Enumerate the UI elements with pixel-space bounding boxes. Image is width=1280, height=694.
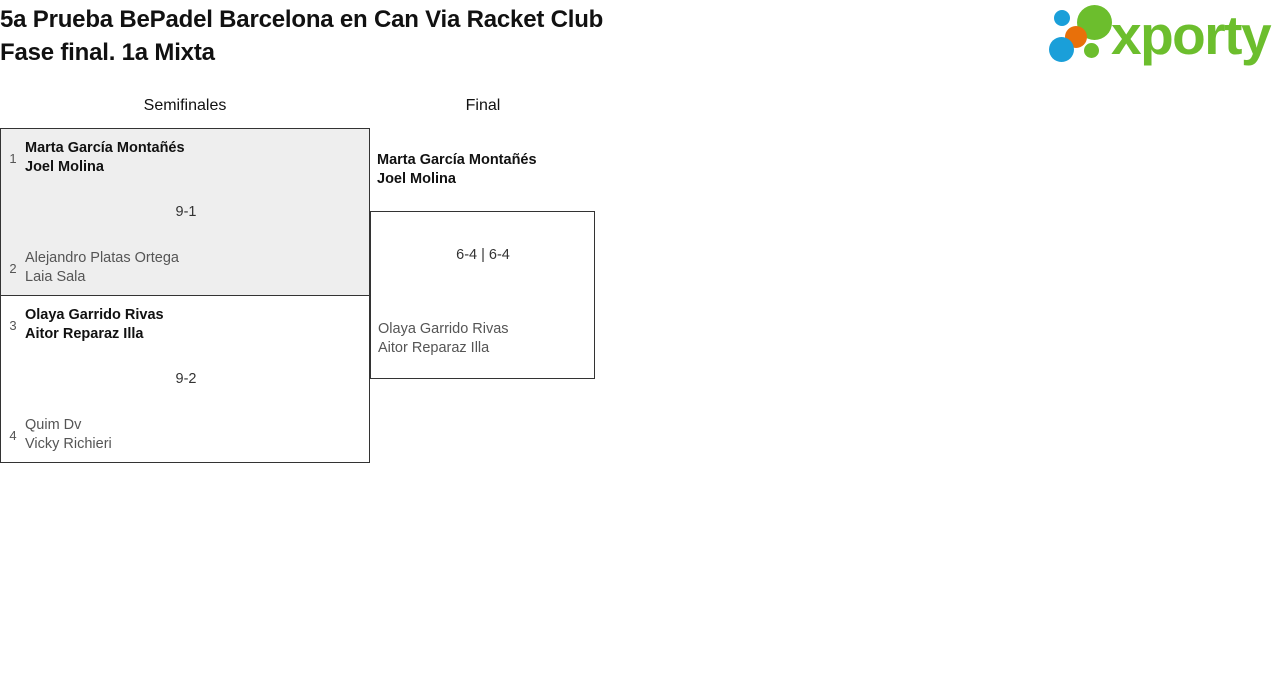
- final-winner-team[interactable]: Marta García Montañés Joel Molina: [377, 151, 537, 189]
- round-header-final: Final: [465, 97, 501, 114]
- player-name: Aitor Reparaz Illa: [25, 326, 144, 342]
- player-name: Quim Dv: [25, 417, 82, 433]
- match-final[interactable]: 6-4 | 6-4 Olaya Garrido Rivas Aitor Repa…: [370, 211, 595, 379]
- team-players: Marta García Montañés Joel Molina: [25, 139, 185, 177]
- final-loser-team[interactable]: Olaya Garrido Rivas Aitor Reparaz Illa: [378, 320, 509, 358]
- team-seed: 2: [9, 260, 17, 276]
- player-name: Joel Molina: [25, 159, 104, 175]
- match-score: 9-1: [175, 204, 197, 220]
- player-name: Marta García Montañés: [25, 140, 185, 156]
- team-row[interactable]: 1 Marta García Montañés Joel Molina: [1, 139, 185, 177]
- logo-dot-blue-large-icon: [1049, 37, 1074, 62]
- logo-dot-green-small-icon: [1084, 43, 1099, 58]
- tournament-phase: Fase final. 1a Mixta: [0, 39, 215, 66]
- player-name: Alejandro Platas Ortega: [25, 250, 179, 266]
- team-players: Quim Dv Vicky Richieri: [25, 416, 112, 454]
- logo-dots-icon: [1048, 4, 1114, 66]
- player-name: Vicky Richieri: [25, 436, 112, 452]
- page-header: 5a Prueba BePadel Barcelona en Can Via R…: [0, 0, 1280, 80]
- player-name: Olaya Garrido Rivas: [378, 321, 509, 337]
- player-name: Laia Sala: [25, 269, 86, 285]
- match-score: 6-4 | 6-4: [456, 247, 510, 263]
- player-name: Olaya Garrido Rivas: [25, 307, 164, 323]
- logo-wordmark: xporty: [1111, 4, 1272, 66]
- team-seed: 4: [9, 427, 17, 443]
- tournament-name: 5a Prueba BePadel Barcelona en Can Via R…: [0, 6, 604, 33]
- logo-dot-blue-small-icon: [1054, 10, 1070, 26]
- team-seed: 1: [9, 150, 17, 166]
- player-name: Marta García Montañés: [377, 152, 537, 168]
- team-players: Olaya Garrido Rivas Aitor Reparaz Illa: [25, 306, 164, 344]
- match-score: 9-2: [175, 371, 197, 387]
- xporty-logo[interactable]: xporty: [1048, 4, 1276, 66]
- team-row[interactable]: 3 Olaya Garrido Rivas Aitor Reparaz Illa: [1, 306, 164, 344]
- team-row[interactable]: 2 Alejandro Platas Ortega Laia Sala: [1, 249, 179, 287]
- match-semifinal-1[interactable]: 1 Marta García Montañés Joel Molina 9-1 …: [0, 128, 370, 296]
- player-name: Aitor Reparaz Illa: [378, 340, 490, 356]
- team-row[interactable]: 4 Quim Dv Vicky Richieri: [1, 416, 112, 454]
- player-name: Joel Molina: [377, 171, 456, 187]
- round-header-semifinales: Semifinales: [143, 97, 227, 114]
- match-semifinal-2[interactable]: 3 Olaya Garrido Rivas Aitor Reparaz Illa…: [0, 295, 370, 463]
- team-seed: 3: [9, 317, 17, 333]
- team-players: Alejandro Platas Ortega Laia Sala: [25, 249, 179, 287]
- page-title: 5a Prueba BePadel Barcelona en Can Via R…: [0, 3, 860, 69]
